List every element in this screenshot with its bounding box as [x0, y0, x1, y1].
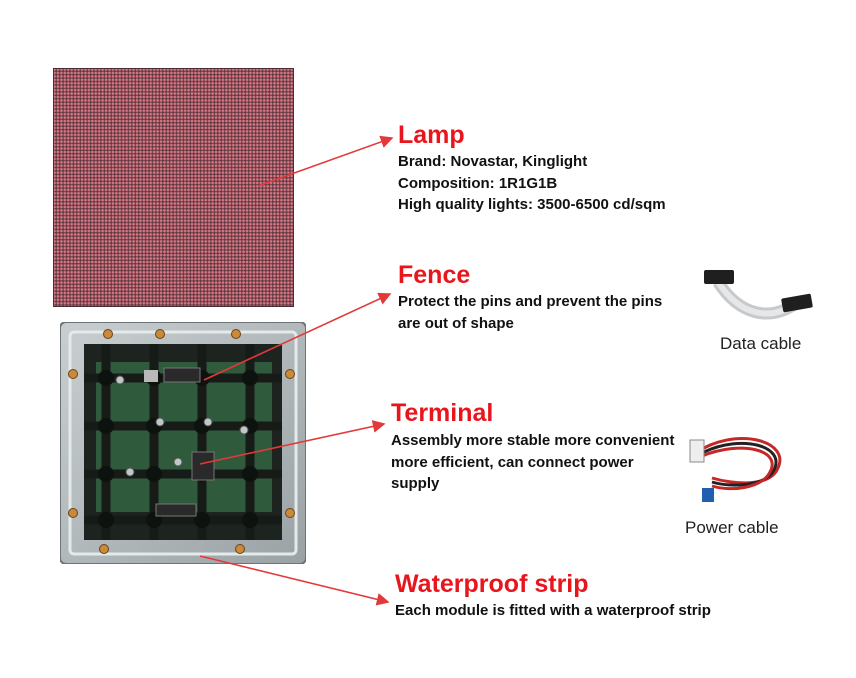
fence-description: Protect the pins and prevent the pins ar…	[398, 291, 662, 334]
lamp-composition: Composition: 1R1G1B	[398, 174, 558, 192]
terminal-title: Terminal	[391, 399, 494, 427]
fence-line-1: Protect the pins and prevent the pins	[398, 293, 663, 310]
fence-line-2: are out of shape	[398, 314, 514, 332]
led-module-front-image	[53, 68, 294, 307]
waterproof-title: Waterproof strip	[395, 570, 589, 598]
terminal-line-3: supply	[391, 475, 440, 492]
power-cable-image	[689, 437, 782, 502]
lamp-brightness: High quality lights: 3500-6500 cd/sqm	[398, 196, 666, 213]
led-module-back-image	[60, 322, 306, 564]
data-cable-caption: Data cable	[720, 334, 802, 353]
terminal-line-2: more efficient, can connect power	[391, 453, 634, 471]
lamp-brand: Brand: Novastar, Kinglight	[398, 153, 588, 170]
fence-title: Fence	[398, 261, 471, 289]
power-cable-caption: Power cable	[685, 518, 779, 537]
lamp-title: Lamp	[398, 121, 465, 149]
waterproof-description: Each module is fitted with a waterproof …	[395, 600, 711, 622]
data-cable-image	[704, 270, 813, 320]
terminal-line-1: Assembly more stable more convenient	[391, 432, 675, 449]
waterproof-line-1: Each module is fitted with a waterproof …	[395, 602, 711, 619]
terminal-description: Assembly more stable more convenient mor…	[391, 430, 674, 495]
lamp-description: Brand: Novastar, Kinglight Composition: …	[398, 151, 666, 216]
